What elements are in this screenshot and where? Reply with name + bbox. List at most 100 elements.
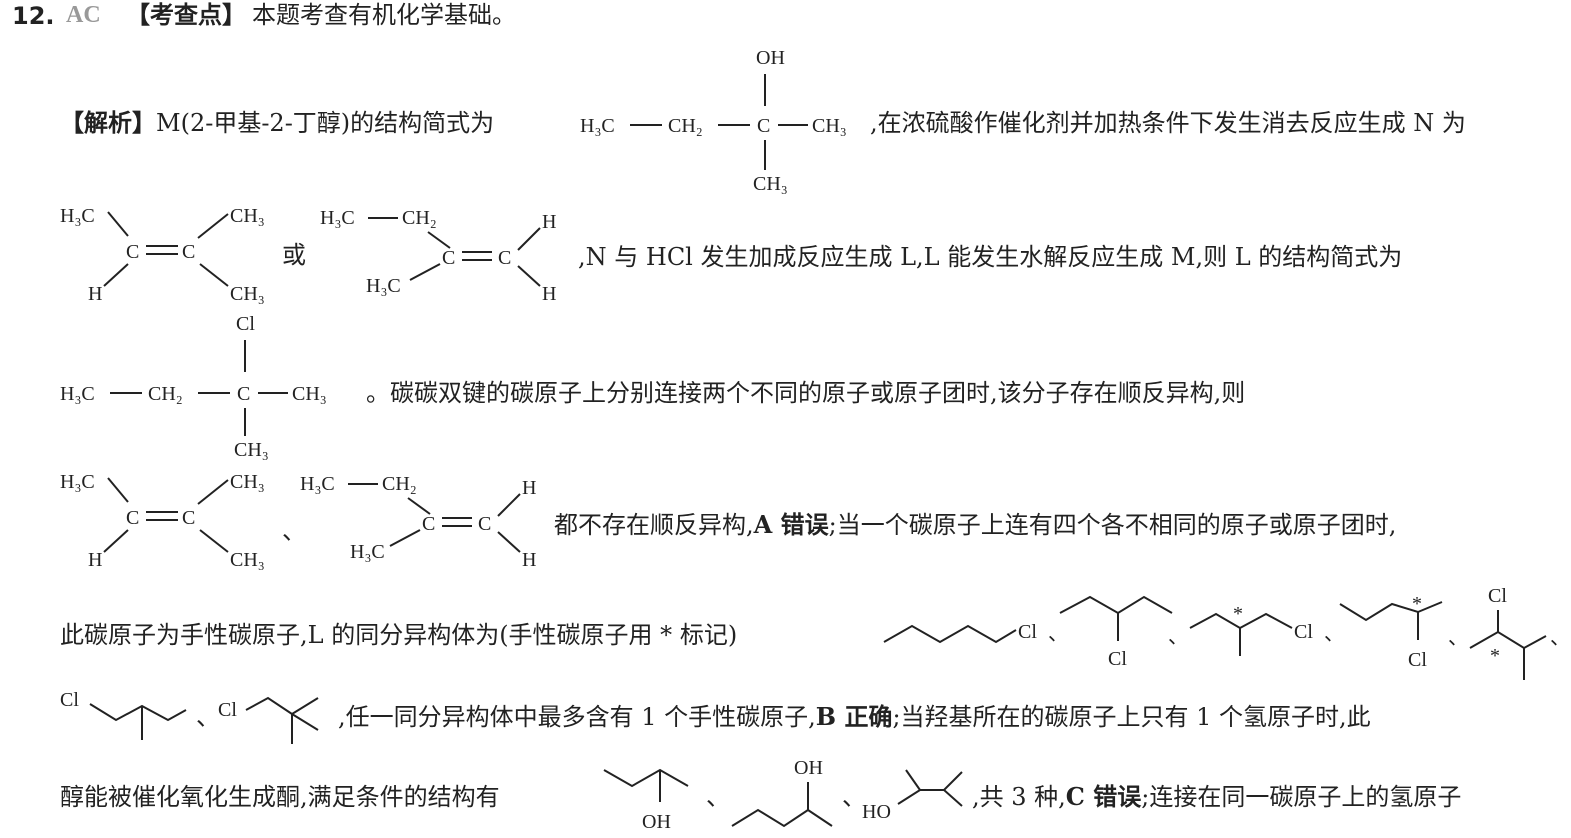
chem-label: H [88,549,102,571]
answer-c-wrong: C 错误 [1065,782,1142,811]
chem-label: H₃C [350,541,385,563]
chem-label: CH₂ [382,473,417,495]
chem-label: C [478,513,491,535]
line6-part-a: ,任一同分异构体中最多含有 1 个手性碳原子, [338,703,816,731]
separator: 、 [1550,627,1570,649]
kaochadian-text: 本题考查有机化学基础。 [252,1,516,29]
chem-label: C [182,507,195,529]
structure-alkene-1b: H₃C CH₃ C C H CH₃ [60,471,265,571]
chem-label: C [498,247,511,269]
alcohol-2: OH [731,757,833,828]
chem-label: C [126,241,139,263]
line6-text: ,任一同分异构体中最多含有 1 个手性碳原子,B 正确;当羟基所在的碳原子上只有… [338,702,1371,732]
isomer-1: Cl 、 [883,621,1068,645]
chem-label: C [442,247,455,269]
line5-pre-text: 此碳原子为手性碳原子,L 的同分异构体为(手性碳原子用 * 标记) [60,621,738,649]
dun-separator: 、 [842,783,866,811]
structure-M: OH H₃C CH₂ C CH₃ CH₃ [580,47,847,195]
chem-label: Cl [1408,649,1427,671]
chem-label: C [126,507,139,529]
line7-pre-text: 醇能被催化氧化生成酮,满足条件的结构有 [60,783,500,811]
structure-alkene-2: H₃C CH₂ C C H₃C H H [320,207,556,305]
structure-alkene-2b: H₃C CH₂ C C H₃C H H [300,473,536,571]
chem-label: HO [862,801,891,823]
line2-post-text: ,N 与 HCl 发生加成反应生成 L,L 能发生水解反应生成 M,则 L 的结… [578,243,1403,271]
chiral-star: * [1233,603,1243,625]
line1-pre-text: M(2-甲基-2-丁醇)的结构简式为 [156,109,495,137]
answer-a-wrong: A 错误 [753,510,829,539]
separator: 、 [1324,623,1344,645]
line4-text: 都不存在顺反异构,A 错误;当一个碳原子上连有四个各不相同的原子或原子团时, [554,510,1396,540]
chem-label: CH₃ [753,173,788,195]
chiral-star: * [1412,593,1422,615]
chem-label: H₃C [366,275,401,297]
line7-part-a: ,共 3 种, [972,783,1066,811]
chem-label: H [522,477,536,499]
structure-L: Cl H₃C CH₂ C CH₃ CH₃ [60,313,327,461]
chem-label: H₃C [300,473,335,495]
chem-label: OH [642,811,671,833]
chem-label: CH₃ [292,383,327,405]
dun-separator: 、 [196,703,220,731]
chem-label: H₃C [60,471,95,493]
question-number: 12. [12,2,55,30]
line4-part-b: ;当一个碳原子上连有四个各不相同的原子或原子团时, [828,511,1397,539]
chem-label: H [542,211,556,233]
isomer-6: Cl [60,689,187,740]
kaochadian-label: 【考查点】 [126,0,246,29]
line1-post-text: ,在浓硫酸作催化剂并加热条件下发生消去反应生成 N 为 [870,109,1466,137]
dun-separator: 、 [282,517,306,545]
separator: 、 [1048,623,1068,645]
alcohol-1: OH [603,768,689,833]
isomer-4: * Cl 、 [1339,593,1468,671]
chem-label: CH₂ [668,115,703,137]
line7-part-b: ;连接在同一碳原子上的氢原子 [1141,783,1462,811]
isomer-3: * Cl 、 [1189,603,1344,656]
chem-label: H₃C [320,207,355,229]
isomer-7: Cl [218,696,319,744]
dun-separator: 、 [706,783,730,811]
chem-label: C [757,115,770,137]
isomer-5: Cl * 、 [1469,585,1570,680]
line7-text: ,共 3 种,C 错误;连接在同一碳原子上的氢原子 [972,782,1461,812]
line3-post-text: 。碳碳双键的碳原子上分别连接两个不同的原子或原子团时,该分子存在顺反异构,则 [366,379,1246,407]
chem-label: H [88,283,102,305]
isomer-2: Cl 、 [1059,595,1188,670]
chem-label: CH₃ [230,549,265,571]
or-text: 或 [282,241,306,269]
separator: 、 [1448,627,1468,649]
chem-label: Cl [1018,621,1037,643]
line6-part-b: ;当羟基所在的碳原子上只有 1 个氢原子时,此 [892,703,1371,731]
chem-label: C [237,383,250,405]
alcohol-3: HO [862,769,963,823]
chem-label: Cl [1488,585,1507,607]
answer-b-correct: B 正确 [815,702,893,731]
answer-label: AC [66,2,101,28]
chem-label: CH₂ [148,383,183,405]
chem-label: OH [756,47,785,69]
chem-label: C [182,241,195,263]
chem-label: H [522,549,536,571]
chem-label: Cl [236,313,255,335]
chem-label: CH₂ [402,207,437,229]
chem-label: Cl [218,699,237,721]
chem-label: CH₃ [230,471,265,493]
chem-label: Cl [60,689,79,711]
jiexi-label: 【解析】 [60,108,156,137]
chem-label: OH [794,757,823,779]
chem-label: C [422,513,435,535]
line4-part-a: 都不存在顺反异构, [554,511,754,539]
structure-alkene-1: H₃C CH₃ C C H CH₃ [60,205,265,305]
chiral-star: * [1490,645,1500,667]
chem-label: H [542,283,556,305]
chem-label: CH₃ [234,439,269,461]
chem-label: Cl [1294,621,1313,643]
chem-label: CH₃ [812,115,847,137]
chem-label: H₃C [580,115,615,137]
chem-label: H₃C [60,205,95,227]
chem-label: CH₃ [230,205,265,227]
chem-label: CH₃ [230,283,265,305]
chem-label: Cl [1108,648,1127,670]
chem-label: H₃C [60,383,95,405]
separator: 、 [1168,626,1188,648]
